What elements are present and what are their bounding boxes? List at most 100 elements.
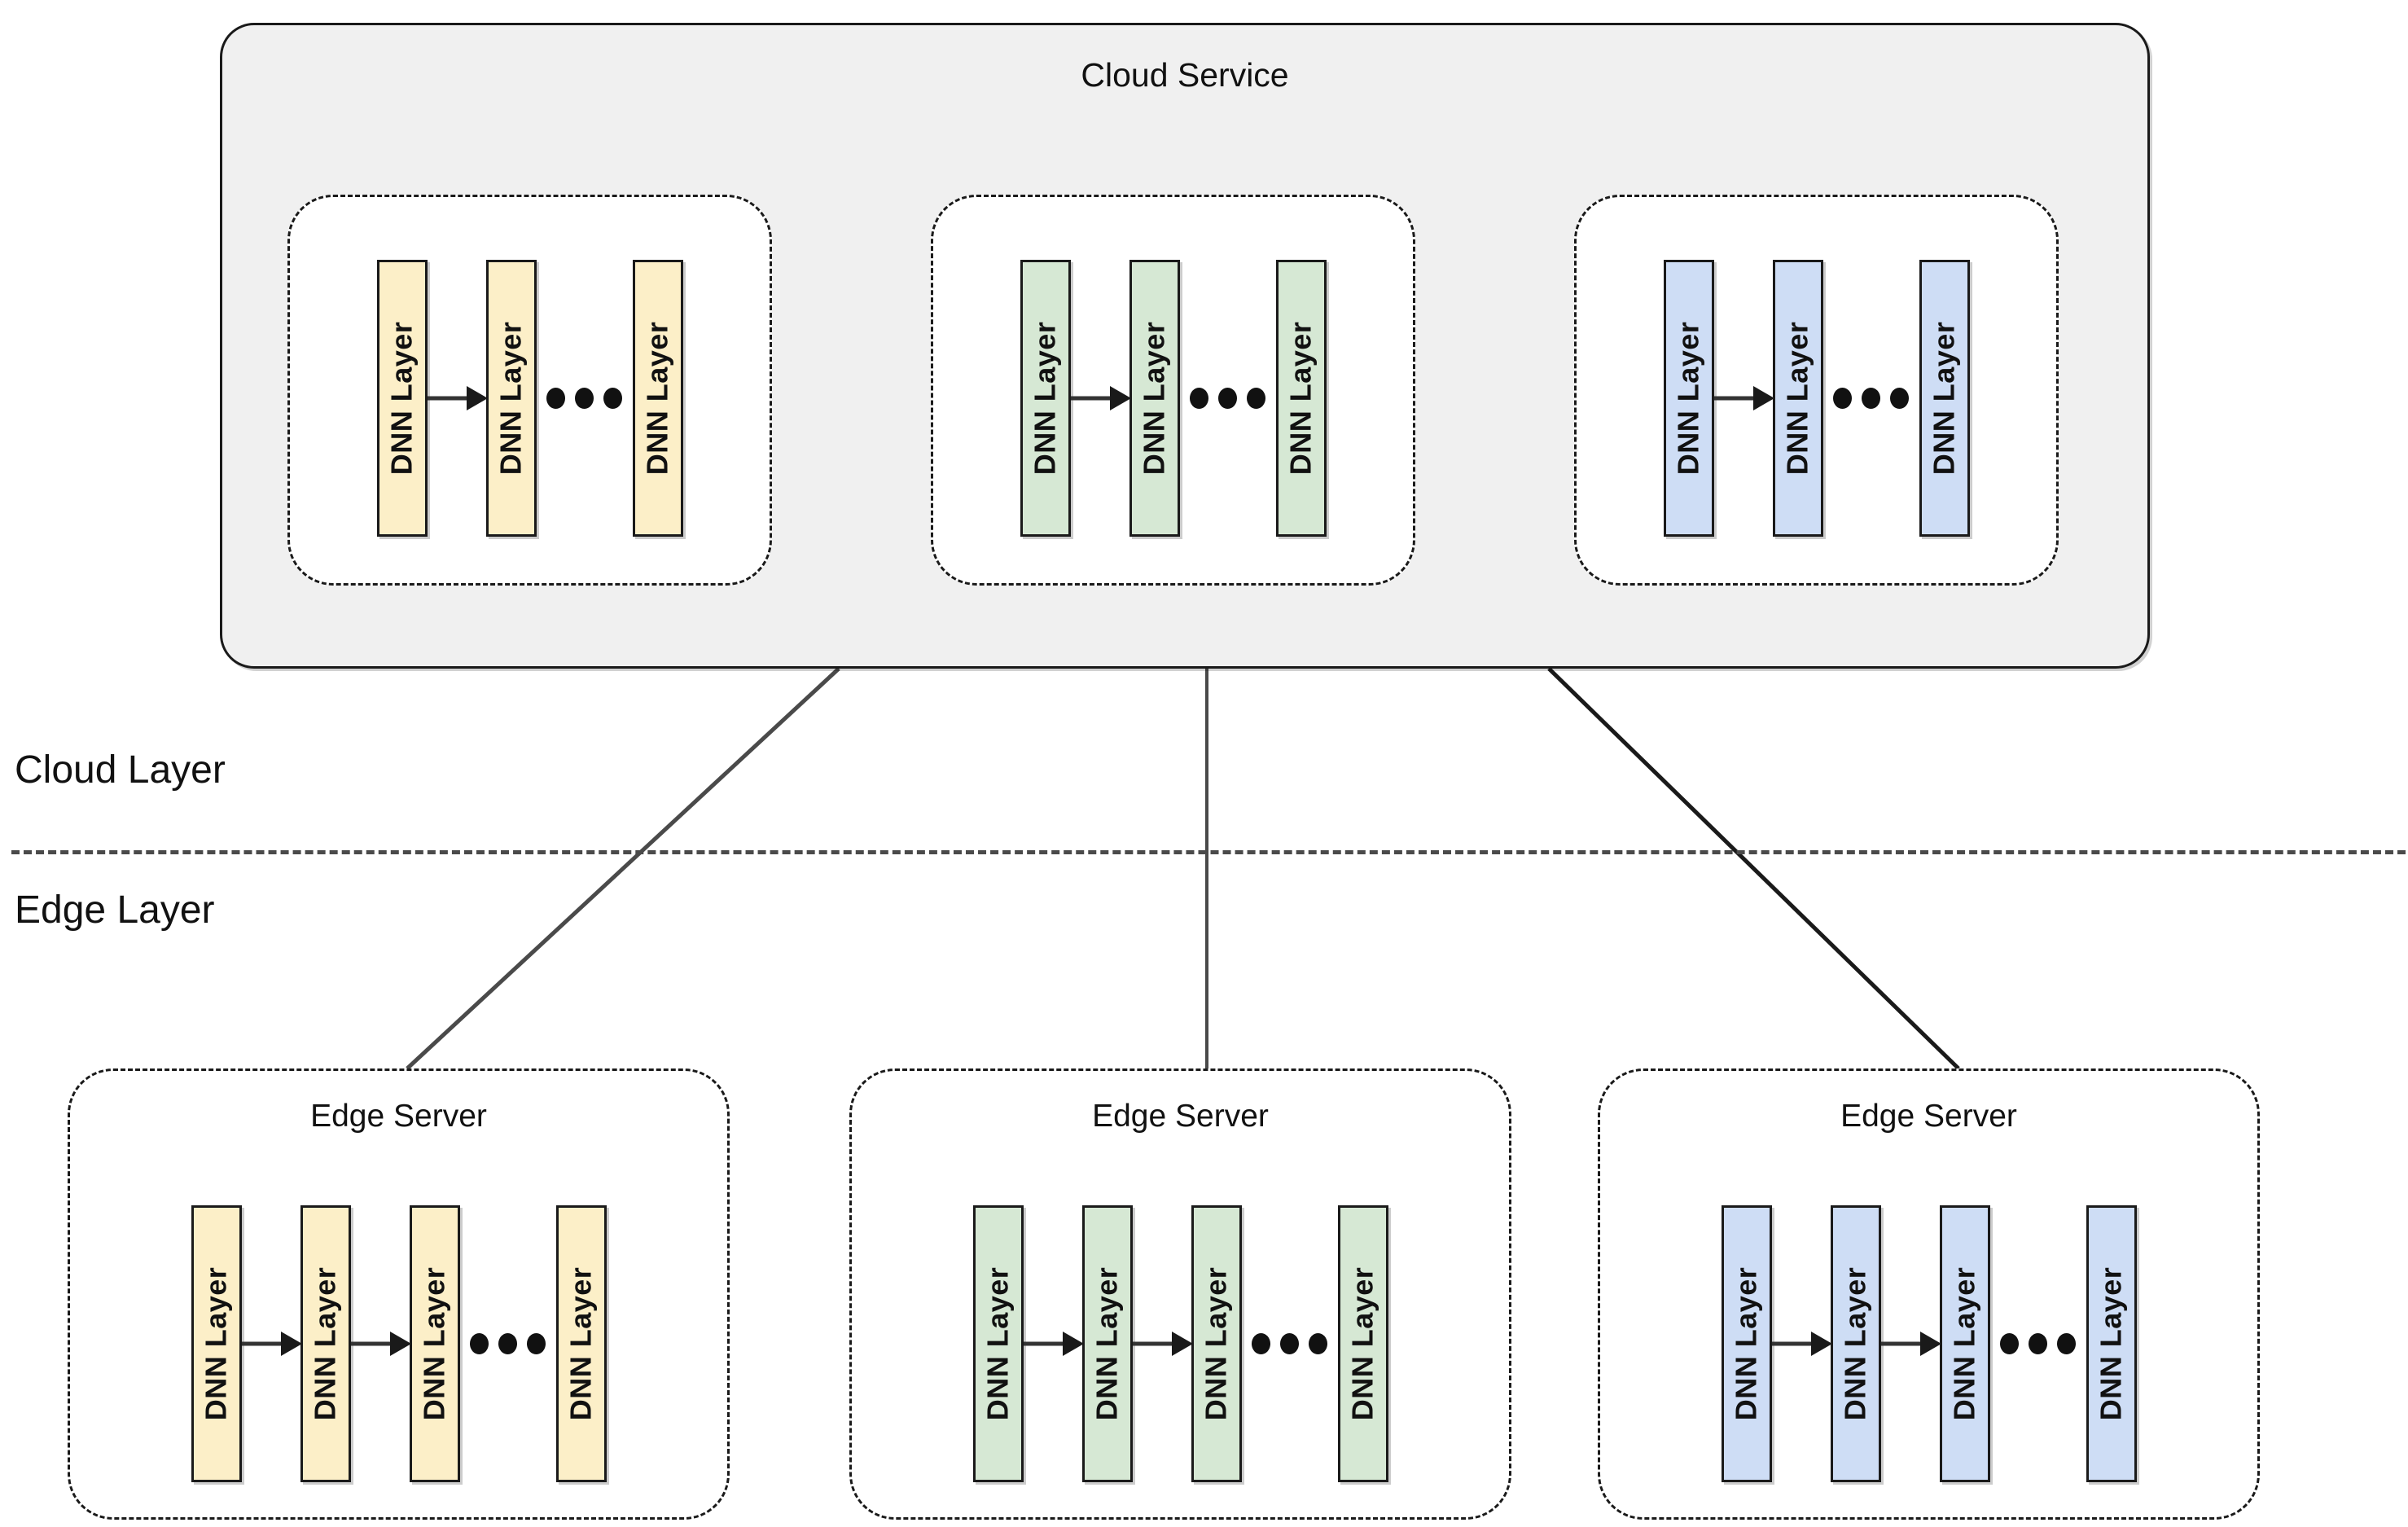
arrow-head-icon bbox=[280, 1332, 302, 1356]
cloud-g1-ellipsis-icon bbox=[537, 260, 633, 537]
cloud-g3-arrow-1 bbox=[1713, 260, 1774, 537]
edge1-dnn-layer-4[interactable]: DNN Layer bbox=[555, 1205, 607, 1482]
arrow-head-icon bbox=[1062, 1332, 1084, 1356]
cloud-g1-arrow-1 bbox=[427, 260, 488, 537]
cloud-g3-dnn-layer-1-label: DNN Layer bbox=[1671, 321, 1705, 476]
cloud-g2-dnn-layer-2[interactable]: DNN Layer bbox=[1129, 260, 1180, 537]
edge3-arrow-2 bbox=[1880, 1205, 1941, 1482]
edge-server-1-title: Edge Server bbox=[310, 1099, 487, 1134]
cloud-service-title: Cloud Service bbox=[1081, 56, 1289, 94]
arrow-shaft-icon bbox=[1713, 396, 1760, 401]
ellipsis-dot-icon bbox=[2029, 1333, 2047, 1354]
edge3-dnn-layer-1[interactable]: DNN Layer bbox=[1721, 1205, 1772, 1482]
cloud-g3-dnn-layer-3-label: DNN Layer bbox=[1927, 321, 1961, 476]
edge3-dnn-layer-3-label: DNN Layer bbox=[1947, 1266, 1981, 1421]
arrow-shaft-icon bbox=[1132, 1341, 1178, 1346]
edge2-dnn-layer-2-label: DNN Layer bbox=[1090, 1266, 1124, 1421]
cloud-dnn-group-2[interactable]: DNN Layer DNN Layer DNN Layer bbox=[931, 195, 1415, 586]
ellipsis-dot-icon bbox=[1890, 388, 1909, 409]
edge3-ellipsis-icon bbox=[1990, 1205, 2086, 1482]
edge1-dnn-layer-4-label: DNN Layer bbox=[564, 1266, 598, 1421]
cloud-g2-dnn-layer-2-label: DNN Layer bbox=[1137, 321, 1171, 476]
arrow-shaft-icon bbox=[1023, 1341, 1069, 1346]
cloud-g2-dnn-layer-3-label: DNN Layer bbox=[1283, 321, 1318, 476]
edge1-arrow-1 bbox=[241, 1205, 302, 1482]
edge2-dnn-layer-1-label: DNN Layer bbox=[980, 1266, 1015, 1421]
cloud-g2-dnn-layer-3[interactable]: DNN Layer bbox=[1275, 260, 1327, 537]
edge3-dnn-layer-2[interactable]: DNN Layer bbox=[1830, 1205, 1881, 1482]
edge1-dnn-layer-1-label: DNN Layer bbox=[199, 1266, 233, 1421]
edge3-dnn-layer-4[interactable]: DNN Layer bbox=[2086, 1205, 2137, 1482]
edge2-dnn-layer-3-label: DNN Layer bbox=[1199, 1266, 1233, 1421]
edge-server-3-layer-row: DNN Layer DNN Layer DNN Layer bbox=[1600, 1201, 2257, 1486]
arrow-head-icon bbox=[389, 1332, 411, 1356]
cloud-g3-dnn-layer-1[interactable]: DNN Layer bbox=[1663, 260, 1714, 537]
ellipsis-dot-icon bbox=[575, 388, 594, 409]
cloud-dnn-group-3[interactable]: DNN Layer DNN Layer DNN Layer bbox=[1574, 195, 2059, 586]
ellipsis-dot-icon bbox=[1862, 388, 1880, 409]
cloud-g1-dnn-layer-2[interactable]: DNN Layer bbox=[485, 260, 537, 537]
edge2-arrow-2 bbox=[1132, 1205, 1193, 1482]
edge3-dnn-layer-1-label: DNN Layer bbox=[1729, 1266, 1763, 1421]
ellipsis-dot-icon bbox=[603, 388, 622, 409]
edge1-dnn-layer-1[interactable]: DNN Layer bbox=[191, 1205, 242, 1482]
cloud-service-container: Cloud Service DNN Layer DNN Layer bbox=[220, 23, 2150, 669]
cloud-g3-dnn-layer-3[interactable]: DNN Layer bbox=[1919, 260, 1970, 537]
cloud-dnn-group-1[interactable]: DNN Layer DNN Layer DNN Layer bbox=[287, 195, 772, 586]
cloud-g2-dnn-layer-1[interactable]: DNN Layer bbox=[1020, 260, 1071, 537]
cloud-g1-dnn-layer-1-label: DNN Layer bbox=[384, 321, 419, 476]
edge-server-3[interactable]: Edge Server DNN Layer DNN Layer DNN Laye… bbox=[1598, 1068, 2260, 1520]
edge-server-2-title: Edge Server bbox=[1092, 1099, 1269, 1134]
arrow-shaft-icon bbox=[427, 396, 473, 401]
edge2-ellipsis-icon bbox=[1242, 1205, 1338, 1482]
arrow-head-icon bbox=[1109, 386, 1131, 410]
arrow-shaft-icon bbox=[241, 1341, 287, 1346]
edge-server-1-layer-row: DNN Layer DNN Layer DNN Layer bbox=[70, 1201, 727, 1486]
edge1-dnn-layer-3[interactable]: DNN Layer bbox=[409, 1205, 460, 1482]
cloud-layer-caption: Cloud Layer bbox=[15, 748, 226, 792]
arrow-head-icon bbox=[1752, 386, 1774, 410]
ellipsis-dot-icon bbox=[1247, 388, 1265, 409]
edge2-dnn-layer-3[interactable]: DNN Layer bbox=[1191, 1205, 1242, 1482]
edge1-dnn-layer-2[interactable]: DNN Layer bbox=[300, 1205, 351, 1482]
cloud-g1-dnn-layer-3[interactable]: DNN Layer bbox=[632, 260, 683, 537]
edge2-arrow-1 bbox=[1023, 1205, 1084, 1482]
arrow-shaft-icon bbox=[1771, 1341, 1818, 1346]
arrow-shaft-icon bbox=[1070, 396, 1116, 401]
edge2-dnn-layer-2[interactable]: DNN Layer bbox=[1081, 1205, 1133, 1482]
ellipsis-dot-icon bbox=[527, 1333, 546, 1354]
cloud-edge-divider bbox=[11, 850, 2406, 854]
arrow-head-icon bbox=[1810, 1332, 1832, 1356]
ellipsis-dot-icon bbox=[1309, 1333, 1327, 1354]
edge2-dnn-layer-4[interactable]: DNN Layer bbox=[1337, 1205, 1388, 1482]
ellipsis-dot-icon bbox=[1252, 1333, 1270, 1354]
cloud-g2-arrow-1 bbox=[1070, 260, 1131, 537]
edge-server-2[interactable]: Edge Server DNN Layer DNN Layer DNN Laye… bbox=[849, 1068, 1511, 1520]
cloud-g1-dnn-layer-3-label: DNN Layer bbox=[640, 321, 674, 476]
ellipsis-dot-icon bbox=[498, 1333, 517, 1354]
ellipsis-dot-icon bbox=[2000, 1333, 2019, 1354]
arrow-head-icon bbox=[1171, 1332, 1193, 1356]
ellipsis-dot-icon bbox=[1833, 388, 1852, 409]
arrow-head-icon bbox=[466, 386, 488, 410]
edge3-dnn-layer-2-label: DNN Layer bbox=[1838, 1266, 1872, 1421]
cloud-g3-dnn-layer-2[interactable]: DNN Layer bbox=[1772, 260, 1823, 537]
edge1-dnn-layer-3-label: DNN Layer bbox=[417, 1266, 451, 1421]
ellipsis-dot-icon bbox=[1280, 1333, 1299, 1354]
edge-server-1[interactable]: Edge Server DNN Layer DNN Layer DNN Laye… bbox=[68, 1068, 730, 1520]
edge-layer-caption: Edge Layer bbox=[15, 889, 215, 932]
edge2-dnn-layer-1[interactable]: DNN Layer bbox=[972, 1205, 1024, 1482]
edge3-dnn-layer-3[interactable]: DNN Layer bbox=[1939, 1205, 1990, 1482]
edge-server-3-title: Edge Server bbox=[1840, 1099, 2017, 1134]
connector-cloud-group-3-to-edge-server-3 bbox=[1547, 667, 1960, 1070]
edge1-dnn-layer-2-label: DNN Layer bbox=[308, 1266, 342, 1421]
ellipsis-dot-icon bbox=[1218, 388, 1237, 409]
ellipsis-dot-icon bbox=[546, 388, 565, 409]
connector-cloud-group-1-to-edge-server-1 bbox=[406, 667, 840, 1070]
edge1-ellipsis-icon bbox=[460, 1205, 556, 1482]
cloud-g1-dnn-layer-2-label: DNN Layer bbox=[493, 321, 528, 476]
cloud-g1-dnn-layer-1[interactable]: DNN Layer bbox=[376, 260, 428, 537]
cloud-g2-ellipsis-icon bbox=[1180, 260, 1276, 537]
edge2-dnn-layer-4-label: DNN Layer bbox=[1345, 1266, 1379, 1421]
